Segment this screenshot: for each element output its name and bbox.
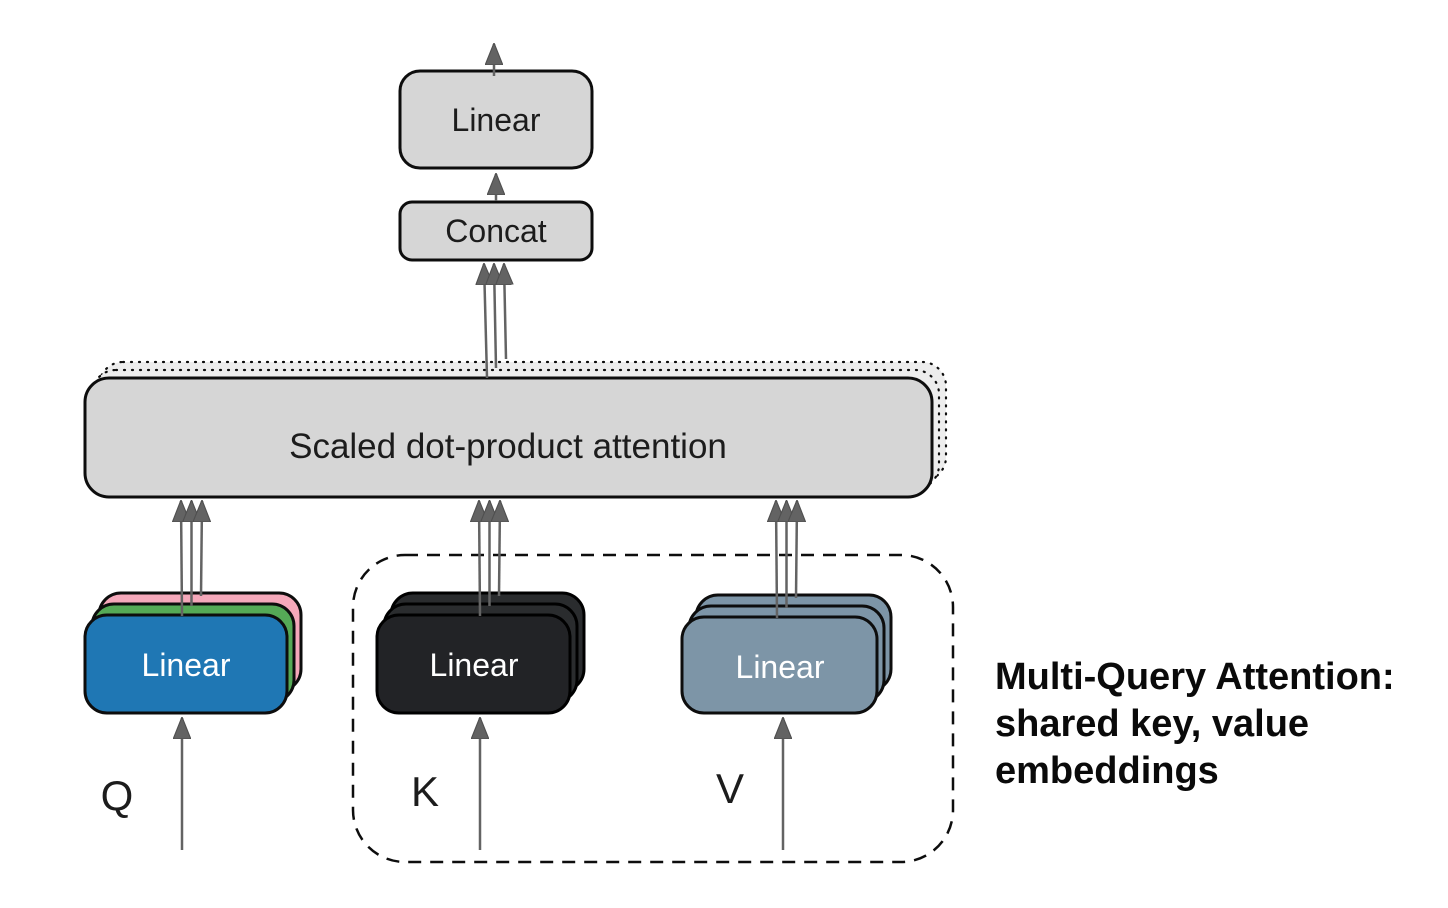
v-linear-label: Linear: [736, 649, 825, 685]
output-linear-label: Linear: [452, 102, 541, 138]
concat-box: Concat: [398, 200, 594, 262]
q-linear-layer-front: [83, 613, 289, 715]
v-linear-layer-front: [680, 615, 879, 715]
k-linear-layer-front: [375, 613, 572, 715]
annotation-line-1: Multi-Query Attention:: [995, 656, 1395, 698]
annotation-line-2: shared key, value: [995, 703, 1309, 745]
arrow-attention-to-concat-1-icon: [484, 264, 487, 379]
shared-kv-dashed-container: [351, 553, 955, 864]
v-linear-stack: Linear: [680, 593, 893, 715]
concat-label: Concat: [445, 213, 547, 249]
k-linear-stack: Linear: [375, 591, 586, 715]
v-input-label: V: [716, 765, 744, 812]
attention-box-stack: Scaled dot-product attention: [83, 360, 948, 499]
arrow-k-to-attention-3-icon: [499, 501, 500, 597]
arrow-q-to-attention-1-icon: [181, 501, 182, 617]
k-linear-label: Linear: [430, 647, 519, 683]
output-linear-rect: [398, 69, 594, 170]
arrow-v-to-attention-3-icon: [796, 501, 797, 599]
annotation-line-3: embeddings: [995, 750, 1219, 792]
q-input-label: Q: [101, 772, 134, 819]
attention-box: [83, 376, 934, 499]
concat-rect: [398, 200, 594, 262]
arrow-k-to-attention-1-icon: [479, 501, 480, 617]
k-input-label: K: [411, 768, 439, 815]
output-linear-box: Linear: [398, 69, 594, 170]
attention-box-label: Scaled dot-product attention: [289, 427, 727, 466]
q-linear-stack: Linear: [83, 591, 303, 715]
arrow-v-to-attention-1-icon: [776, 501, 777, 619]
q-linear-label: Linear: [142, 647, 231, 683]
arrows: [181, 44, 797, 850]
arrow-attention-to-concat-2-icon: [494, 264, 496, 369]
annotation-text: Multi-Query Attention: shared key, value…: [995, 656, 1395, 792]
arrow-attention-to-concat-3-icon: [504, 264, 506, 360]
arrow-q-to-attention-3-icon: [201, 501, 202, 597]
